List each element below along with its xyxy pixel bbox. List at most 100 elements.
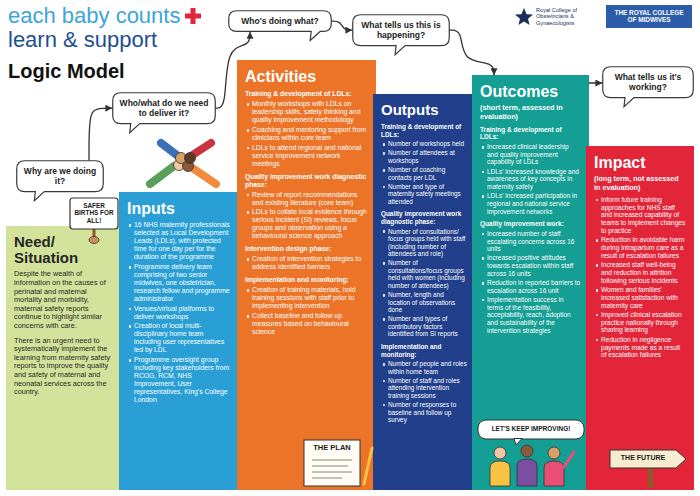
bubble-text: What tells us this is happening? xyxy=(359,20,443,40)
column-heading: Outcomes xyxy=(480,83,581,100)
sign-text: THE FUTURE xyxy=(612,454,674,462)
column-heading: Need/ Situation xyxy=(14,234,86,266)
section-heading: Training & development of LDLs: xyxy=(245,90,368,98)
bullet-item: Number of attendees at workshops xyxy=(381,149,467,164)
hands-together xyxy=(174,160,185,171)
bullet-item: Increased positive attitudes towards esc… xyxy=(480,254,581,277)
bullet-item: Coaching and mentoring support from clin… xyxy=(245,126,368,142)
bullet-item: Number and type of maternity safety meet… xyxy=(381,183,467,206)
bullet-item: Creation of intervention strategies to a… xyxy=(245,255,368,271)
bullet-item: Creation of training materials, hold tra… xyxy=(245,286,368,310)
bubble-text: What tells us it's working? xyxy=(609,72,687,92)
bullet-item: Implementation success in terms of the f… xyxy=(480,296,581,334)
hands-together xyxy=(150,166,174,184)
bullet-item: Women and families' increased satisfacti… xyxy=(594,286,686,309)
bullet-item: Increased staff well-being and reduction… xyxy=(594,261,686,284)
bullet-item: Programme oversight group including key … xyxy=(127,356,232,404)
column-subtitle: (short term, assessed in evaluation) xyxy=(480,104,581,121)
bullet-item: Increased number of staff escalating con… xyxy=(480,230,581,253)
bubble-outline xyxy=(17,161,104,201)
bullet-item: Reduction in negligence payments made as… xyxy=(594,336,686,359)
bullet-item: Venues/virtual platforms to deliver work… xyxy=(127,305,232,321)
need-column: Need/ SituationDespite the wealth of inf… xyxy=(6,226,122,490)
banner-text: LET'S KEEP IMPROVING! xyxy=(480,425,582,432)
sign-text: SAFER BIRTHS FOR ALL! xyxy=(72,202,116,224)
hands-together xyxy=(161,143,178,156)
bullet-item: Number of consultations/focus groups hel… xyxy=(381,259,467,289)
bullet-item: Number of responses to baseline and foll… xyxy=(381,401,467,424)
paragraph: Despite the wealth of information on the… xyxy=(14,270,114,330)
sign-text: THE PLAN xyxy=(307,444,357,453)
poster-subtitle: Logic Model xyxy=(8,60,178,83)
brand-cross xyxy=(191,8,196,24)
flow-arrow xyxy=(332,21,352,30)
hands-together xyxy=(176,153,187,164)
bullet-item: Increased clinical leadership and qualit… xyxy=(480,143,581,166)
poster-title: each baby counts learn & support xyxy=(8,4,208,52)
speech-bubble: What tells us it's working? xyxy=(602,66,694,98)
hands-together xyxy=(191,167,216,184)
hands-together xyxy=(191,143,211,156)
section-heading: Training & development of LDLs: xyxy=(480,126,581,141)
brand-cross xyxy=(185,14,201,19)
bullet-item: 16 NHS maternity professionals selected … xyxy=(127,221,232,261)
speech-bubble: Why are we doing it? xyxy=(16,160,104,192)
bubble-text: Why are we doing it? xyxy=(23,166,97,186)
section-heading: Quality improvement work: xyxy=(480,220,581,228)
section-heading: Implementation and monitoring: xyxy=(245,276,368,284)
bullet-item: Collect baseline and follow up measures … xyxy=(245,312,368,336)
bubble-outline xyxy=(353,15,450,55)
inputs-column: Inputs 16 NHS maternity professionals sel… xyxy=(119,192,240,490)
hands-together xyxy=(150,143,216,184)
bullet-item: Number of workshops held xyxy=(381,140,467,148)
logo-text: Royal College of Obstetricians & Gynaeco… xyxy=(536,7,598,26)
column-subtitle: (long term, not assessed in evaluation) xyxy=(594,175,686,192)
bubble-outline xyxy=(229,11,332,41)
flow-arrow xyxy=(89,108,112,160)
section-heading: Quality improvement work diagnostic phas… xyxy=(245,173,368,189)
bullet-item: LDLs to attend regional and national ser… xyxy=(245,144,368,168)
paragraph: There is an urgent need to systematicall… xyxy=(14,337,114,397)
impact-column: Impact (long term, not assessed in evalua… xyxy=(586,146,694,490)
rcog-crest xyxy=(515,8,533,25)
bullet-item: Reduction in reported barriers to escala… xyxy=(480,279,581,294)
bullet-item: Number of consultations/ focus groups he… xyxy=(381,228,467,258)
section-heading: Intervention design phase: xyxy=(245,245,368,253)
bullet-item: Creation of local multi-disciplinary hom… xyxy=(127,322,232,354)
bubble-text: Who/what do we need to deliver it? xyxy=(119,98,209,118)
outputs-column: OutputsTraining & development of LDLs: Nu… xyxy=(373,94,475,490)
logo-text: THE ROYAL COLLEGE OF MIDWIVES xyxy=(606,5,692,28)
flow-arrow xyxy=(589,82,602,83)
bullet-item: Programme delivery team comprising of tw… xyxy=(127,263,232,303)
bullet-item: Number of coaching contacts per LDL xyxy=(381,166,467,181)
bullet-item: Improved clinical escalation practice na… xyxy=(594,311,686,334)
flow-arrow xyxy=(450,30,494,75)
bubble-outline xyxy=(603,67,694,107)
bullet-item: LDLs' increased participation in regiona… xyxy=(480,192,581,215)
bullet-item: Number and types of contributory factors… xyxy=(381,315,467,338)
bullet-item: Inform future training approaches for NH… xyxy=(594,196,686,235)
section-heading: Quality improvement work diagnostic phas… xyxy=(381,210,467,225)
speech-bubble: Who's doing what? xyxy=(228,10,332,32)
hands-together xyxy=(183,161,194,172)
bullet-item: LDLs to collate local evidence through s… xyxy=(245,208,368,240)
bullet-item: Number, length and location of observati… xyxy=(381,291,467,314)
bullet-item: Monthly workshops with LDLs on leadershi… xyxy=(245,100,368,124)
speech-bubble: What tells us this is happening? xyxy=(352,14,450,46)
activities-column: ActivitiesTraining & development of LDLs… xyxy=(237,60,376,490)
column-heading: Impact xyxy=(594,154,686,171)
rcog-crest xyxy=(515,8,533,25)
bubble-text: Who's doing what? xyxy=(235,16,325,26)
section-heading: Implementation and monitoring: xyxy=(381,343,467,358)
column-heading: Inputs xyxy=(127,200,232,217)
section-heading: Training & development of LDLs: xyxy=(381,123,467,138)
brand-cross xyxy=(185,8,201,24)
speech-bubble: Who/what do we need to deliver it? xyxy=(112,92,216,124)
bullet-item: Number of staff and roles attending inte… xyxy=(381,377,467,400)
bubble-outline xyxy=(113,93,216,133)
column-heading: Outputs xyxy=(381,102,467,118)
bullet-item: Reduction in avoidable harm during intra… xyxy=(594,236,686,259)
bullet-item: Number of people and roles within home t… xyxy=(381,360,467,375)
bullet-item: LDLs' increased knowledge and awareness … xyxy=(480,168,581,191)
